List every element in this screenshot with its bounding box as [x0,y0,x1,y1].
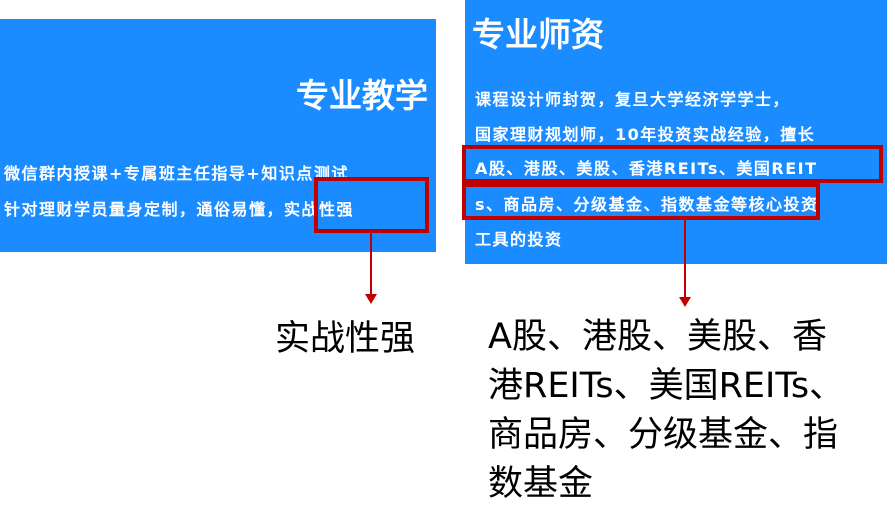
panel-text-line: 国家理财规划师，10年投资实战经验，擅长 [475,125,816,144]
callout-line: 港REITs、美国REITs、 [488,366,845,406]
callout-line: 数基金 [488,464,594,504]
professional-teaching-panel: 专业教学 微信群内授课+专属班主任指导+知识点测试 针对理财学员量身定制，通俗易… [0,19,436,252]
callout-line: 商品房、分级基金、指 [488,415,839,455]
panel-title: 专业师资 [472,15,604,54]
panel-text-line: 微信群内授课+专属班主任指导+知识点测试 [4,164,349,183]
panel-text-line: s、商品房、分级基金、指数基金等核心投资 [475,195,819,214]
highlight-box [462,183,820,220]
callout-left: 实战性强 [275,319,416,359]
highlight-box [462,145,883,183]
panel-text-line: 课程设计师封贺，复旦大学经济学学士， [475,90,791,109]
panel-text-line: 针对理财学员量身定制，通俗易懂，实战性强 [4,200,355,219]
arrow-down-icon [365,294,377,304]
panel-text-line: A股、港股、美股、香港REITs、美国REIT [475,159,818,178]
highlight-box [314,177,429,233]
connector-line [684,220,686,298]
callout-right: A股、港股、美股、香 港REITs、美国REITs、 商品房、分级基金、指 数基… [488,313,844,509]
panel-text-line: 工具的投资 [475,230,563,249]
connector-line [370,233,372,295]
professional-teachers-panel: 专业师资 课程设计师封贺，复旦大学经济学学士， 国家理财规划师，10年投资实战经… [465,0,887,264]
panel-title: 专业教学 [296,76,428,115]
arrow-down-icon [679,297,691,307]
callout-line: A股、港股、美股、香 [488,317,827,357]
